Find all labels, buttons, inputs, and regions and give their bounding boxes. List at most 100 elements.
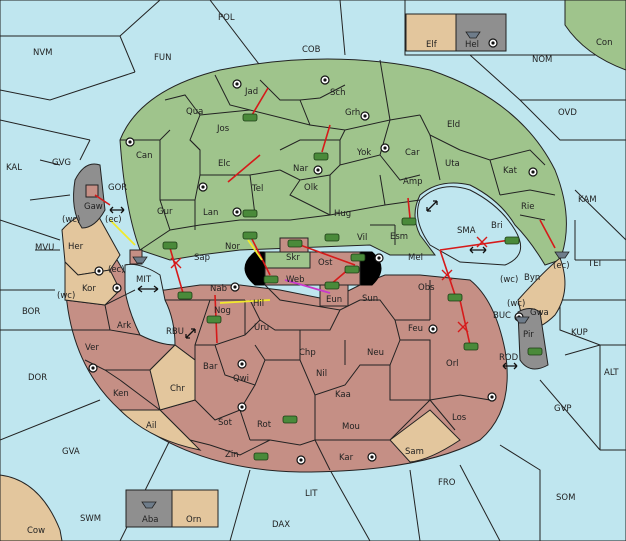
ship-icon[interactable] bbox=[554, 251, 570, 259]
label-mit: MIT bbox=[136, 275, 152, 285]
label-rod: ROD bbox=[499, 353, 519, 363]
label-los: Los bbox=[452, 413, 467, 423]
tank-icon[interactable] bbox=[344, 265, 360, 274]
tank-icon[interactable] bbox=[313, 152, 329, 161]
supply-centers bbox=[88, 38, 538, 465]
label-dax: DAX bbox=[272, 520, 290, 530]
tank-icon[interactable] bbox=[242, 209, 258, 218]
label-nab: Nab bbox=[210, 284, 227, 294]
province-cow[interactable] bbox=[0, 474, 63, 541]
label-fro: FRO bbox=[438, 478, 456, 488]
label-ark: Ark bbox=[117, 321, 131, 331]
tank-icon[interactable] bbox=[263, 275, 279, 284]
label-orn: Orn bbox=[186, 515, 201, 525]
tank-icon[interactable] bbox=[350, 253, 366, 262]
supply-center-icon bbox=[428, 324, 438, 334]
label-jad: Jad bbox=[244, 87, 258, 97]
label-skr: Skr bbox=[286, 253, 300, 263]
tank-icon[interactable] bbox=[206, 315, 222, 324]
label-neu: Neu bbox=[367, 348, 384, 358]
label-pir: Pir bbox=[523, 330, 534, 340]
supply-center-icon bbox=[296, 455, 306, 465]
province-hel[interactable] bbox=[455, 13, 507, 52]
supply-center-icon bbox=[320, 75, 330, 85]
label-can: Can bbox=[136, 151, 153, 161]
tank-icon[interactable] bbox=[287, 239, 303, 248]
label-pol: POL bbox=[218, 13, 235, 23]
cut-marks bbox=[170, 236, 488, 333]
label-car: Car bbox=[405, 148, 420, 158]
label-gor: GOR bbox=[108, 183, 127, 193]
province-labels: POL NVM FUN COB NOM Con Elf Hel OVD KAL … bbox=[6, 13, 619, 536]
label-ec-1: (ec) bbox=[105, 215, 122, 225]
label-ost: Ost bbox=[318, 258, 333, 268]
label-nil: Nil bbox=[316, 369, 327, 379]
label-bri: Bri bbox=[491, 221, 503, 231]
supply-center-icon bbox=[88, 363, 98, 373]
label-eld: Eld bbox=[447, 120, 460, 130]
label-rot: Rot bbox=[257, 420, 272, 430]
label-som: SOM bbox=[556, 493, 575, 503]
tank-icon[interactable] bbox=[282, 415, 298, 424]
tank-icon[interactable] bbox=[324, 281, 340, 290]
tank-icon[interactable] bbox=[324, 233, 340, 242]
supply-center-icon bbox=[237, 402, 247, 412]
province-orn[interactable] bbox=[171, 489, 219, 528]
tank-icon[interactable] bbox=[527, 347, 543, 356]
label-sma: SMA bbox=[457, 226, 476, 236]
supply-center-icon bbox=[112, 283, 122, 293]
label-web: Web bbox=[286, 275, 305, 285]
label-uru: Uru bbox=[254, 323, 269, 333]
label-gwa: Gwa bbox=[530, 308, 549, 318]
province-gaw-box[interactable] bbox=[85, 184, 99, 198]
label-sap: Sap bbox=[194, 253, 210, 263]
tank-icon[interactable] bbox=[447, 293, 463, 302]
label-kor: Kor bbox=[82, 284, 96, 294]
tank-icon[interactable] bbox=[401, 217, 417, 226]
convoy-markers bbox=[109, 200, 518, 370]
province-web-north[interactable] bbox=[264, 251, 311, 269]
label-buc: BUC bbox=[493, 311, 511, 321]
province-elf[interactable] bbox=[405, 13, 457, 52]
label-orl: Orl bbox=[446, 359, 459, 369]
ship-icon[interactable] bbox=[132, 256, 148, 264]
ship-icon[interactable] bbox=[141, 501, 157, 509]
label-cob: COB bbox=[302, 45, 321, 55]
label-wc-1: (wc) bbox=[62, 215, 80, 225]
label-sch: Sch bbox=[330, 88, 345, 98]
units bbox=[162, 113, 543, 461]
label-uta: Uta bbox=[445, 159, 460, 169]
label-nor: Nor bbox=[225, 242, 241, 252]
label-gur: Gur bbox=[157, 207, 173, 217]
tank-icon[interactable] bbox=[463, 342, 479, 351]
tank-icon[interactable] bbox=[253, 452, 269, 461]
label-wc-4: (wc) bbox=[507, 299, 525, 309]
province-ail[interactable] bbox=[118, 409, 202, 451]
label-ver: Ver bbox=[85, 343, 99, 353]
label-aba: Aba bbox=[142, 515, 158, 525]
tank-icon[interactable] bbox=[242, 231, 258, 240]
tank-icon[interactable] bbox=[162, 241, 178, 250]
ship-icon[interactable] bbox=[465, 31, 481, 39]
tank-icon[interactable] bbox=[242, 113, 258, 122]
label-bar: Bar bbox=[203, 362, 218, 372]
label-ec-2: (ec) bbox=[108, 265, 125, 275]
label-esm: Esm bbox=[390, 232, 408, 242]
supply-center-icon bbox=[313, 165, 323, 175]
label-lit: LIT bbox=[305, 489, 318, 499]
province-chr[interactable] bbox=[149, 344, 196, 411]
label-rbu: RBU bbox=[166, 327, 184, 337]
label-kup: KUP bbox=[571, 328, 588, 338]
label-jos: Jos bbox=[216, 124, 230, 134]
ship-icon[interactable] bbox=[514, 316, 530, 324]
label-zin: Zin bbox=[225, 450, 239, 460]
label-gva: GVA bbox=[62, 447, 80, 457]
sea-sma[interactable] bbox=[417, 186, 522, 266]
label-qwi: Qwi bbox=[233, 374, 249, 384]
tank-icon[interactable] bbox=[504, 236, 520, 245]
label-hug: Hug bbox=[334, 209, 351, 219]
label-kaa: Kaa bbox=[335, 390, 351, 400]
province-sam[interactable] bbox=[389, 409, 461, 463]
tank-icon[interactable] bbox=[177, 291, 193, 300]
